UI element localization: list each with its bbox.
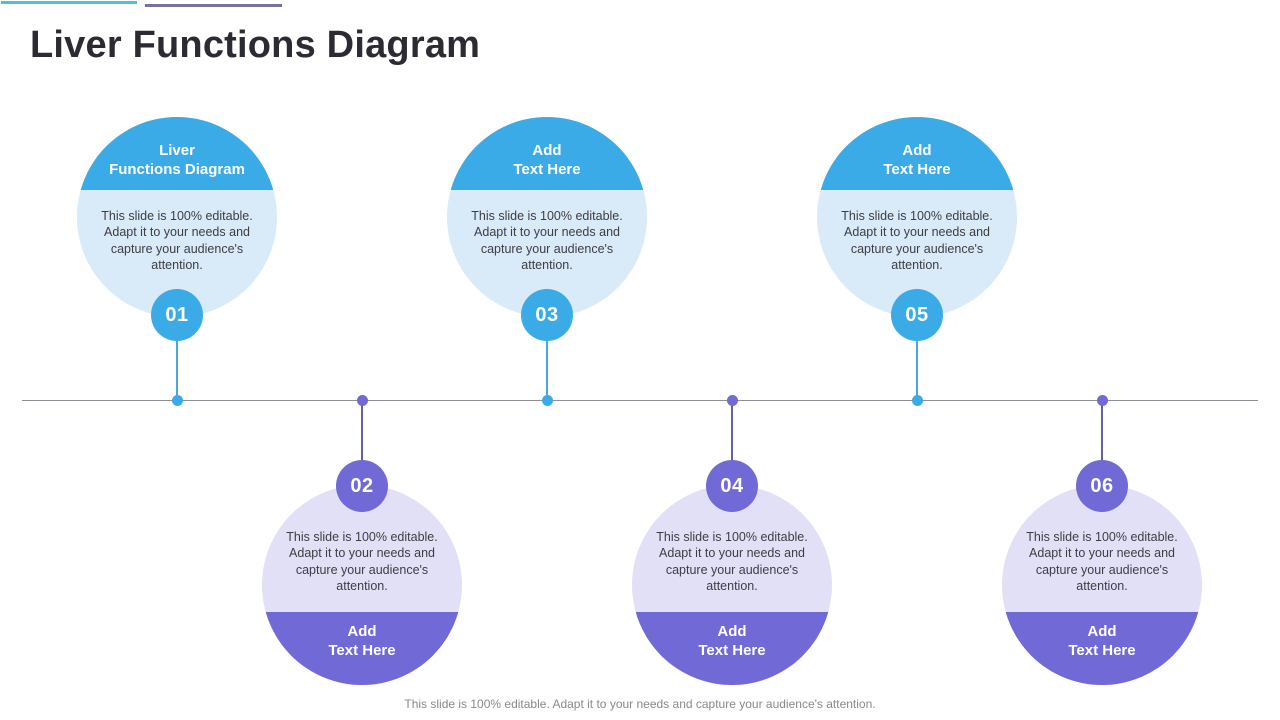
timeline-dot [171, 394, 183, 406]
slide-title[interactable]: Liver Functions Diagram [30, 24, 481, 66]
bubble-header-line: Add [1087, 623, 1117, 640]
bubble-body-text: This slide is 100% editable. Adapt it to… [101, 209, 253, 272]
bubble-header: Add Text Here [817, 117, 1017, 190]
bubble-number-badge[interactable]: 06 [1076, 460, 1128, 512]
bubble-circle[interactable]: Add Text Here This slide is 100% editabl… [817, 117, 1017, 317]
bubble-body-text: This slide is 100% editable. Adapt it to… [471, 209, 623, 272]
bubble-circle[interactable]: Add Text Here This slide is 100% editabl… [1002, 485, 1202, 685]
bubble-header-line: Add [717, 623, 747, 640]
bubble-circle[interactable]: Add Text Here This slide is 100% editabl… [262, 485, 462, 685]
bubble-header-line: Text Here [513, 160, 581, 178]
connector-line [176, 341, 178, 401]
bubble-header-line: Functions Diagram [109, 160, 245, 178]
bubble-header-line: Add [902, 142, 932, 159]
bubble-circle[interactable]: Add Text Here This slide is 100% editabl… [632, 485, 832, 685]
bubble-number-badge[interactable]: 03 [521, 289, 573, 341]
bubble-header: Add Text Here [1002, 612, 1202, 685]
accent-bar-slate [145, 4, 282, 7]
accent-bar-teal [1, 1, 137, 4]
bubble-header-line: Text Here [883, 160, 951, 178]
connector-line [361, 400, 363, 460]
bubble-header-line: Text Here [328, 641, 396, 659]
timeline-dot [911, 394, 923, 406]
connector-line [1101, 400, 1103, 460]
bubble-circle[interactable]: Add Text Here This slide is 100% editabl… [447, 117, 647, 317]
timeline-dot [726, 394, 738, 406]
bubble-header-line: Add [347, 623, 377, 640]
bubble-body-text: This slide is 100% editable. Adapt it to… [656, 530, 808, 593]
timeline-dot [1096, 394, 1108, 406]
bubble-header: Add Text Here [447, 117, 647, 190]
bubble-number-badge[interactable]: 01 [151, 289, 203, 341]
bubble-header-line: Add [532, 142, 562, 159]
bubble-header-line: Liver [159, 142, 195, 159]
timeline-axis [22, 400, 1258, 401]
timeline-dot [541, 394, 553, 406]
bubble-circle[interactable]: Liver Functions Diagram This slide is 10… [77, 117, 277, 317]
bubble-header: Add Text Here [262, 612, 462, 685]
bubble-body-text: This slide is 100% editable. Adapt it to… [1026, 530, 1178, 593]
bubble-header: Liver Functions Diagram [77, 117, 277, 190]
bubble-header-line: Text Here [1068, 641, 1136, 659]
bubble-header-line: Text Here [698, 641, 766, 659]
bubble-number-badge[interactable]: 04 [706, 460, 758, 512]
bubble-body-text: This slide is 100% editable. Adapt it to… [841, 209, 993, 272]
connector-line [916, 341, 918, 401]
timeline-dot [356, 394, 368, 406]
bubble-header: Add Text Here [632, 612, 832, 685]
slide-footer-note: This slide is 100% editable. Adapt it to… [404, 697, 876, 711]
connector-line [731, 400, 733, 460]
bubble-number-badge[interactable]: 05 [891, 289, 943, 341]
bubble-number-badge[interactable]: 02 [336, 460, 388, 512]
connector-line [546, 341, 548, 401]
bubble-body-text: This slide is 100% editable. Adapt it to… [286, 530, 438, 593]
